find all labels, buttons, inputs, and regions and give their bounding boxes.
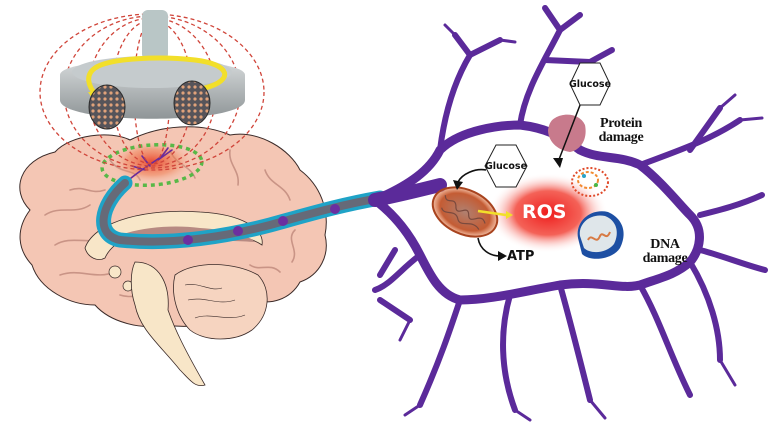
neuron bbox=[368, 5, 768, 422]
protein-damage-line2: damage bbox=[598, 130, 644, 145]
ros-emission-arrow bbox=[477, 209, 507, 217]
glucose-hexagon-top bbox=[569, 62, 611, 106]
glucose-to-mito-arrow bbox=[457, 168, 487, 183]
protein-damage-label: Protein damage bbox=[590, 117, 652, 145]
current-arrow bbox=[86, 55, 228, 98]
protein-damage-line1: Protein bbox=[600, 116, 642, 131]
glucose-hexagon-mid bbox=[484, 144, 528, 188]
nucleus bbox=[577, 211, 624, 259]
glucose-entry-arrow bbox=[557, 99, 583, 163]
axon bbox=[96, 175, 388, 250]
coil-winding-left bbox=[88, 84, 126, 130]
mitochondrion bbox=[431, 186, 499, 238]
brainstem bbox=[130, 261, 206, 387]
mito-to-atp-arrow bbox=[477, 237, 501, 257]
ros-label: ROS bbox=[522, 201, 567, 223]
axon-core bbox=[99, 179, 384, 246]
neuron-interior bbox=[431, 62, 624, 261]
misfolded-protein bbox=[571, 167, 609, 197]
dna-damage-line2: damage bbox=[642, 251, 688, 266]
glucose-label-mid: Glucose bbox=[484, 161, 528, 172]
coil-handle bbox=[142, 10, 168, 60]
atp-label: ATP bbox=[507, 249, 535, 264]
brain bbox=[19, 126, 327, 387]
glucose-label-top: Glucose bbox=[568, 79, 612, 90]
tms-coil bbox=[39, 10, 265, 171]
dna-damage-label: DNA damage bbox=[636, 238, 694, 266]
coil-winding-right bbox=[173, 80, 211, 126]
stimulated-region-glow bbox=[110, 140, 194, 184]
protein-channel bbox=[548, 114, 586, 152]
dna-damage-line1: DNA bbox=[650, 237, 680, 252]
